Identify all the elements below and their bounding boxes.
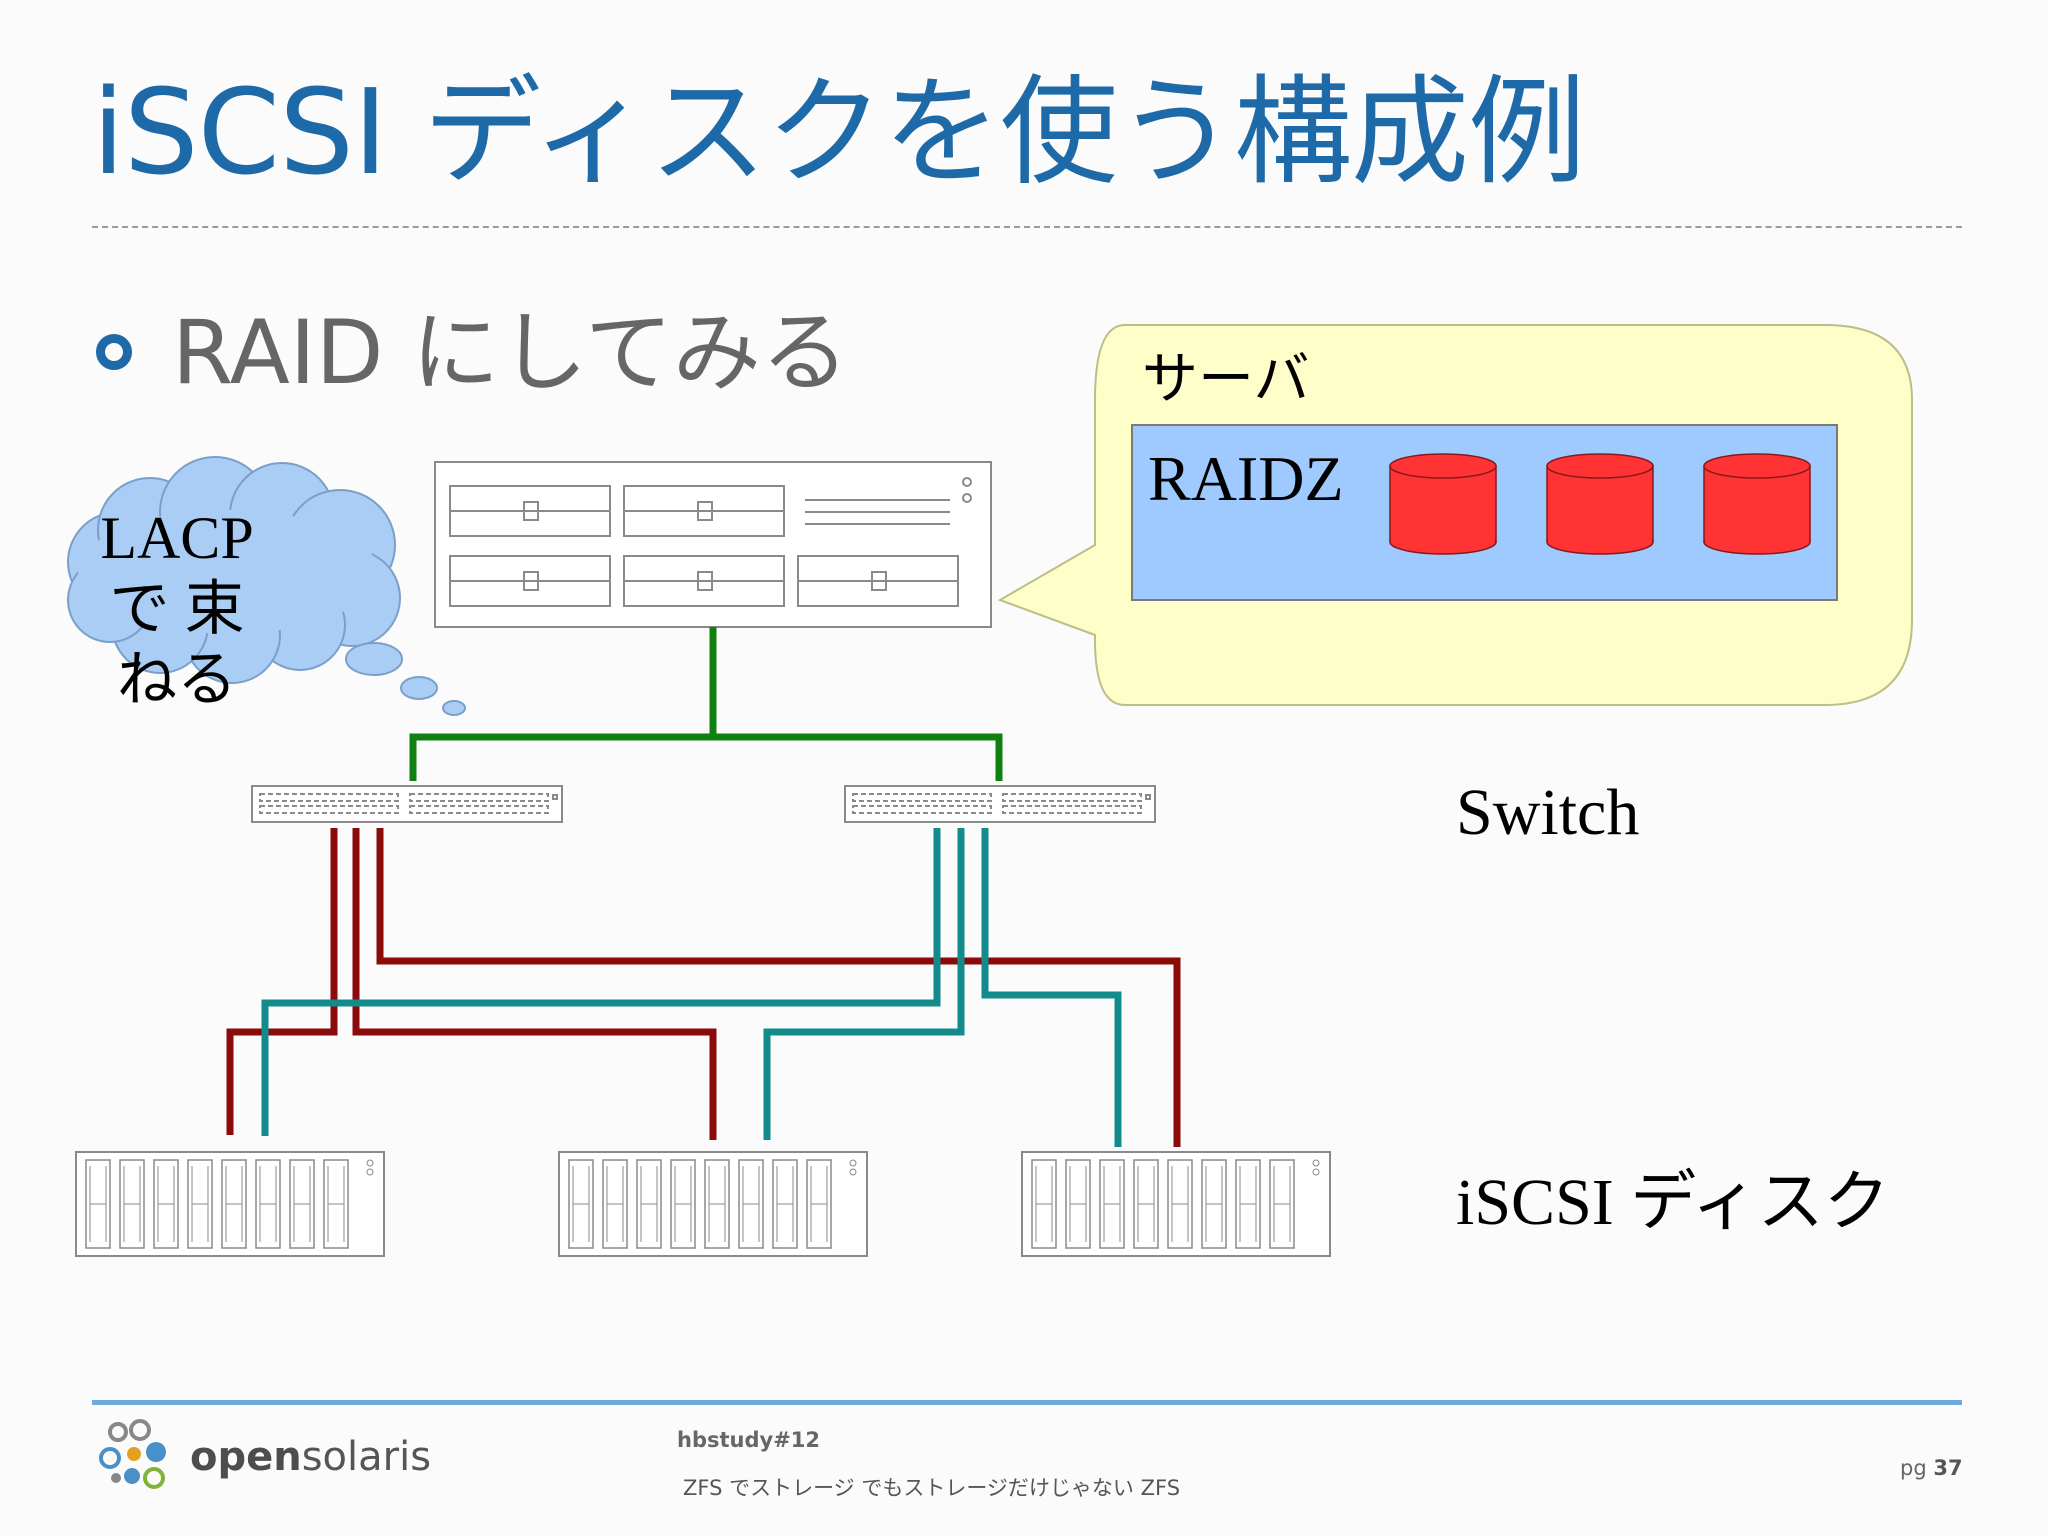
- switch-b-icon: [844, 785, 1156, 823]
- raidz-label: RAIDZ: [1148, 443, 1344, 514]
- bullet-ring-icon: [96, 334, 132, 370]
- raid-disk-1-icon: [1389, 453, 1497, 555]
- server-chassis-icon: [434, 461, 992, 628]
- iscsi-array-3-icon: [1021, 1151, 1331, 1257]
- server-callout: [997, 324, 1913, 706]
- server-uplinks: [409, 627, 1003, 781]
- iscsi-arrays: [75, 1151, 1331, 1257]
- iscsi-disk-label: iSCSI ディスク: [1456, 1166, 1890, 1239]
- raid-disk-3-icon: [1703, 453, 1811, 555]
- footer-divider: [92, 1400, 1962, 1405]
- iscsi-array-2-icon: [558, 1151, 868, 1257]
- server-label: サーバ: [1142, 349, 1310, 411]
- opensolaris-logo-icon: [99, 1419, 166, 1489]
- switch-a-links: [226, 828, 1181, 1147]
- switch-b-links: [261, 828, 1122, 1147]
- raid-disk-2-icon: [1546, 453, 1654, 555]
- iscsi-array-1-icon: [75, 1151, 385, 1257]
- cloud-label: LACP で 束ねる: [100, 505, 254, 713]
- bullet-text: RAID にしてみる: [172, 301, 849, 404]
- switch-label: Switch: [1456, 776, 1640, 849]
- page-number: pg 37: [1900, 1456, 1963, 1480]
- footer-event: hbstudy#12: [677, 1428, 821, 1452]
- footer-subtitle: ZFS でストレージ でもストレージだけじゃない ZFS: [683, 1476, 1181, 1500]
- switch-a-icon: [251, 785, 563, 823]
- slide-title: iSCSI ディスクを使う構成例: [92, 63, 1586, 201]
- opensolaris-wordmark: opensolaris: [190, 1434, 432, 1480]
- title-divider: [92, 226, 1962, 228]
